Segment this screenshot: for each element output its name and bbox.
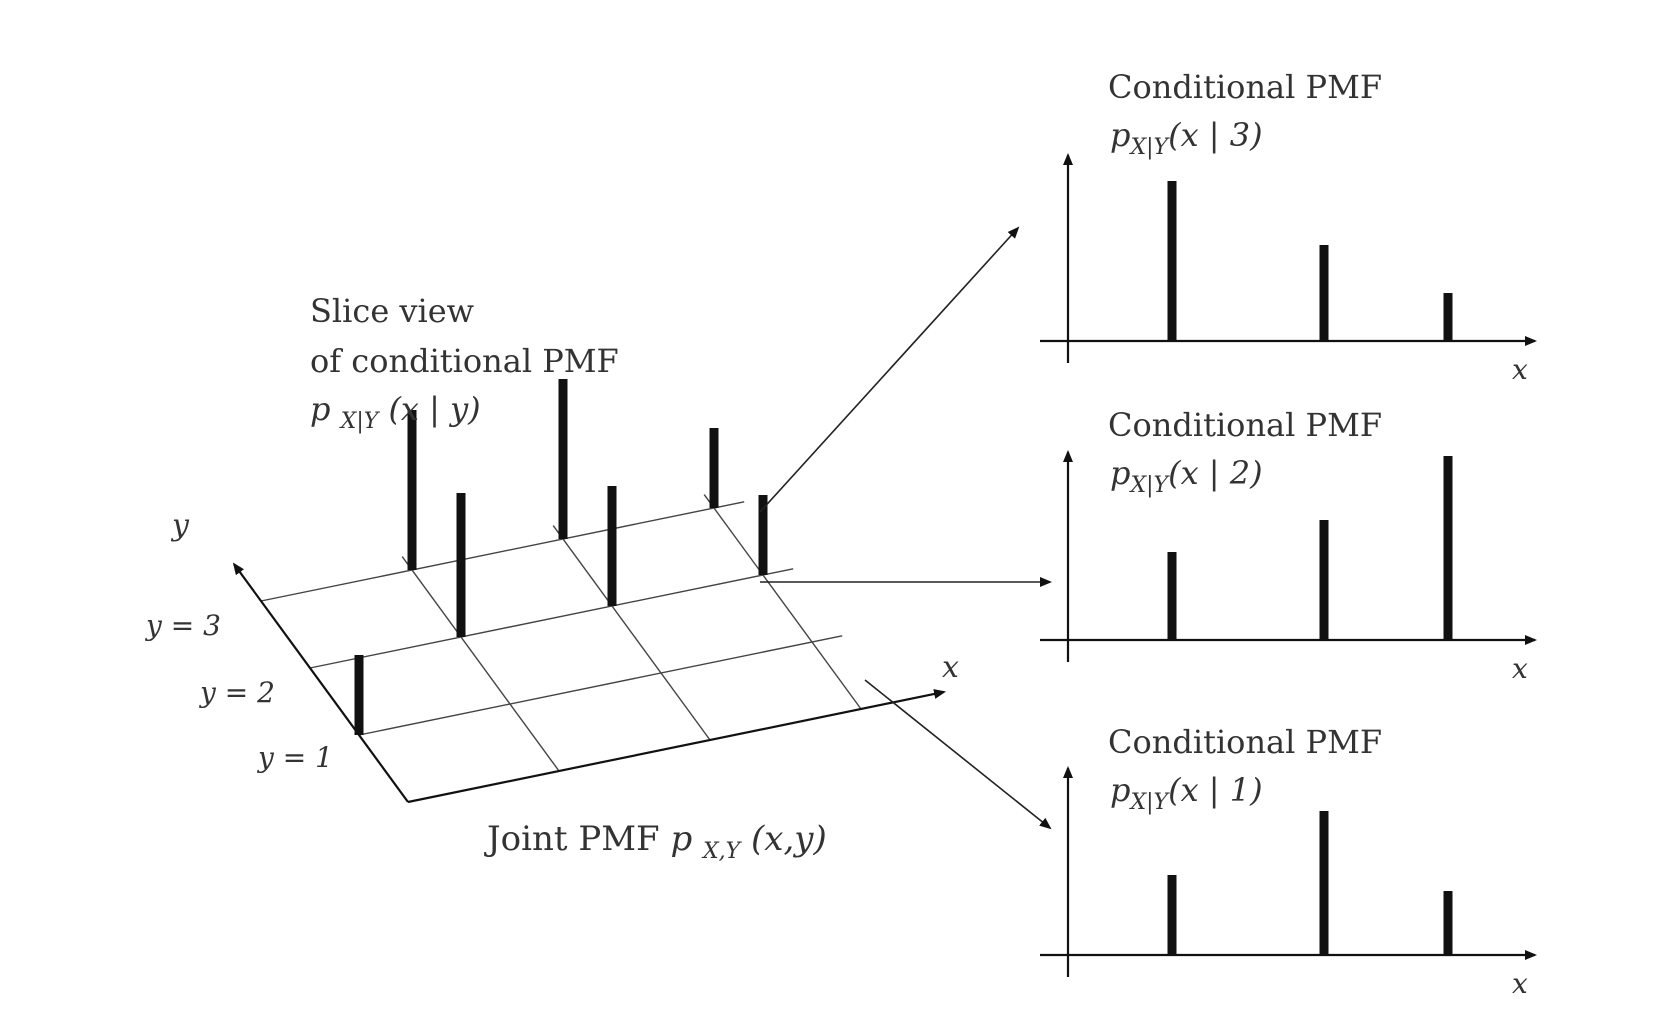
grid-col-line: [401, 556, 560, 772]
joint-title-text: Joint PMF: [484, 819, 670, 859]
joint-x-axis-label: x: [942, 650, 959, 685]
conditional-panel: Conditional PMF pX|Y(x | 3) x: [1040, 68, 1537, 386]
conditional-title: Conditional PMF: [1108, 406, 1382, 444]
grid-row-line: [260, 501, 745, 602]
conditional-formula: pX|Y(x | 3): [1110, 116, 1263, 160]
conditional-math: p: [1110, 771, 1130, 809]
pointer-line-y1: [864, 679, 1052, 830]
slice-sub: X|Y: [339, 409, 381, 434]
conditional-sub: X|Y: [1128, 473, 1170, 498]
grid-row-line: [309, 568, 794, 669]
slice-view-line2: of conditional PMF: [310, 342, 619, 380]
joint-y-axis: [232, 562, 409, 803]
joint-pmf-stems: [354, 379, 768, 735]
conditional-panel: Conditional PMF pX|Y(x | 1) x: [1040, 723, 1537, 1000]
slice-view-line1: Slice view: [310, 292, 474, 330]
joint-y-axis-label: y: [170, 508, 190, 543]
joint-x-axis: [407, 689, 947, 804]
joint-pmf-axes: [232, 562, 947, 804]
conditional-formula: pX|Y(x | 2): [1110, 454, 1263, 498]
conditional-panel: Conditional PMF pX|Y(x | 2) x: [1040, 406, 1537, 685]
joint-pmf-title: Joint PMF p X,Y (x,y): [484, 819, 827, 867]
conditional-math: p: [1110, 454, 1130, 492]
conditional-x-label: x: [1512, 967, 1528, 1000]
joint-title-args: (x,y): [751, 819, 827, 859]
conditional-args: (x | 3): [1168, 116, 1263, 154]
slice-view-formula: p X|Y (x | y): [310, 390, 481, 436]
grid-col-line: [552, 525, 711, 741]
slice-args: (x | y): [388, 390, 480, 428]
conditional-sub: X|Y: [1128, 790, 1170, 815]
pointer-line-y3: [759, 226, 1020, 513]
row-label-y3: y = 3: [144, 609, 221, 642]
conditional-args: (x | 1): [1168, 771, 1263, 809]
slice-math: p: [310, 390, 330, 428]
grid-row-line: [358, 635, 843, 736]
conditional-args: (x | 2): [1168, 454, 1263, 492]
row-label-y1: y = 1: [256, 741, 333, 774]
joint-pmf-grid: [260, 494, 862, 772]
conditional-x-label: x: [1512, 353, 1528, 386]
conditional-x-label: x: [1512, 652, 1528, 685]
row-label-y2: y = 2: [198, 676, 275, 709]
joint-title-sub: X,Y: [701, 839, 743, 864]
joint-title-math: p: [670, 819, 692, 859]
conditional-title: Conditional PMF: [1108, 723, 1382, 761]
conditional-sub: X|Y: [1128, 135, 1170, 160]
conditional-math: p: [1110, 116, 1130, 154]
conditional-title: Conditional PMF: [1108, 68, 1382, 106]
grid-col-line: [703, 494, 862, 710]
conditional-formula: pX|Y(x | 1): [1110, 771, 1263, 815]
